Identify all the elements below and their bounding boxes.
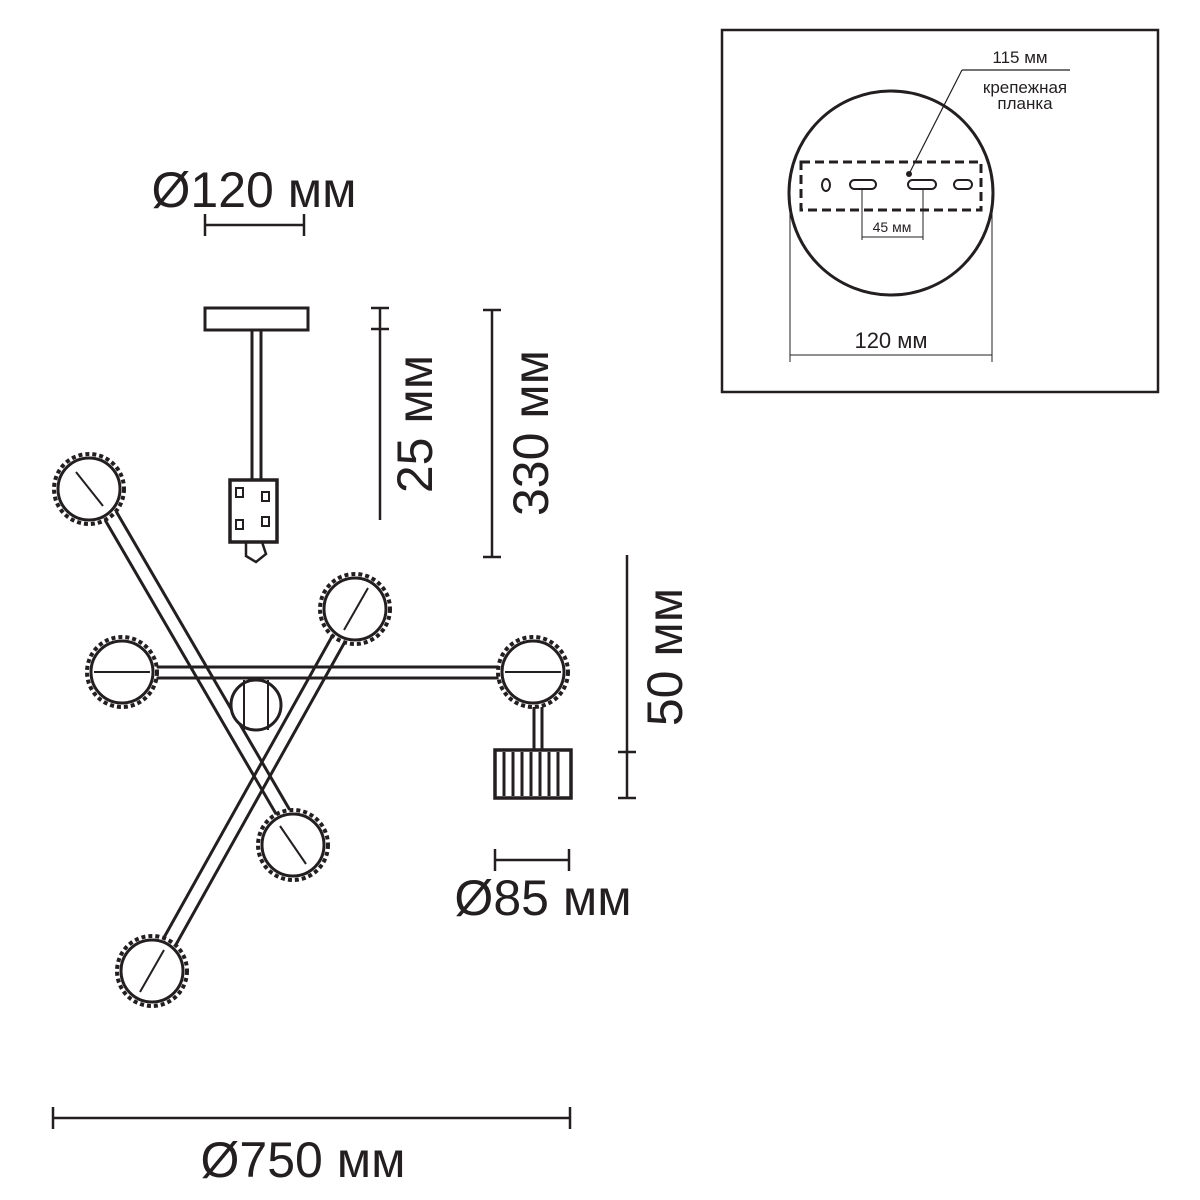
arm-diagonal-b xyxy=(157,612,363,976)
overall-diameter-dimension xyxy=(51,1107,572,1129)
dim-hole-spacing: 45 мм xyxy=(873,219,912,235)
fitting-body xyxy=(228,478,279,544)
inset-frame xyxy=(720,28,1160,394)
canopy-height-dimension xyxy=(371,306,389,520)
arm-diagonal-a xyxy=(93,474,311,844)
canopy-diameter-dimension xyxy=(203,214,306,236)
fitting-slot xyxy=(235,487,244,498)
dim-bracket-length: 115 мм xyxy=(992,48,1047,67)
mounting-detail-inset: 115 мм крепежная планка 45 мм 120 мм xyxy=(720,28,1160,394)
bracket-label-line1: крепежная xyxy=(983,78,1067,97)
lamp-head xyxy=(52,452,126,526)
fitting-slot xyxy=(235,519,244,530)
dim-base-diameter: 120 мм xyxy=(854,328,927,353)
top-view xyxy=(52,452,570,1008)
bracket-length-leader xyxy=(908,69,963,175)
fitting-slot xyxy=(261,516,270,527)
side-view xyxy=(203,306,310,564)
lamp-head xyxy=(85,635,159,709)
arm-diagonal-b xyxy=(145,605,351,969)
bracket-slot xyxy=(849,179,877,190)
dim-canopy-height: 25 мм xyxy=(387,355,443,493)
fitting-slot xyxy=(261,491,270,502)
dim-overall-diameter: Ø750 мм xyxy=(201,1132,406,1188)
central-hub xyxy=(229,678,283,732)
ribbed-shade xyxy=(493,748,573,800)
lamp-head xyxy=(496,635,570,709)
dim-total-height: 330 мм xyxy=(503,350,559,516)
base-plate-circle xyxy=(787,89,995,297)
total-height-dimension xyxy=(483,308,501,559)
bracket-label-line2: планка xyxy=(997,94,1053,113)
lamp-head xyxy=(318,572,392,646)
shade-height-dimension xyxy=(618,555,636,800)
mounting-bracket-outline xyxy=(799,160,983,212)
bracket-hole xyxy=(821,178,831,192)
dim-shade-diameter: Ø85 мм xyxy=(454,870,631,926)
canopy-plate xyxy=(203,306,310,332)
bracket-slot xyxy=(907,179,937,190)
dim-canopy-diameter: Ø120 мм xyxy=(152,162,357,218)
lamp-head xyxy=(115,934,189,1008)
shade-diameter-dimension xyxy=(493,849,571,871)
fitting-bottom xyxy=(244,541,268,564)
dim-shade-height: 50 мм xyxy=(637,588,693,726)
leader-dot xyxy=(906,171,912,177)
lamp-head xyxy=(256,808,330,882)
bracket-slot xyxy=(953,179,973,190)
